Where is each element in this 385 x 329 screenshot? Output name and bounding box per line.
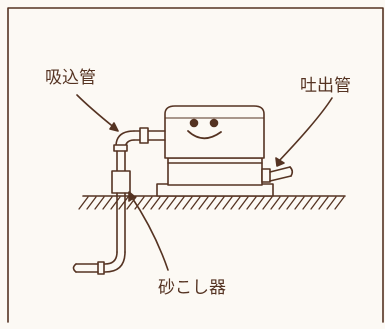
ground-hatch-line [134,196,145,210]
ground-hatch-line [150,196,161,210]
strainer-arrow [128,191,136,202]
ground-hatch-line [102,196,113,210]
ground-hatch-line [222,196,233,210]
ground-hatch-line [78,196,89,210]
ground-hatch-line [278,196,289,210]
diagram-frame [7,7,384,323]
ground-hatch-line [246,196,257,210]
ground-hatch-line [198,196,209,210]
ground-hatch-line [270,196,281,210]
ground [78,195,346,210]
strainer-body [111,170,131,194]
ground-hatch-line [174,196,185,210]
ground-hatch-line [190,196,201,210]
ground-hatch-line [238,196,249,210]
suction-leader [76,94,117,130]
ground-hatch-line [166,196,177,210]
ground-hatch-line [310,196,321,210]
ground-hatch-line [286,196,297,210]
ground-hatch-line [326,196,337,210]
suction-arrow [109,122,119,132]
pump-eye-right [209,118,219,128]
pump-smile [187,130,222,140]
discharge-leader [277,97,333,163]
discharge-arrow [275,157,285,167]
ground-hatch-line [94,196,105,210]
ground-hatch-line [182,196,193,210]
ground-hatch-line [142,196,153,210]
strainer-leader [130,195,169,271]
ground-hatch-line [110,196,121,210]
ground-hatch-line [334,196,345,210]
ground-hatch-line [206,196,217,210]
ground-hatch-line [230,196,241,210]
ground-hatch-line [254,196,265,210]
ground-hatch-line [302,196,313,210]
ground-hatch-line [214,196,225,210]
suction-pipe-label: 吸込管 [45,68,96,88]
pump-eye-left [189,118,199,128]
ground-hatch-line [294,196,305,210]
strainer-label: 砂こし器 [158,278,226,298]
discharge-pipe [261,166,294,183]
ground-hatch-line [86,196,97,210]
suction-pipe [72,127,166,275]
ground-hatch-line [262,196,273,210]
discharge-pipe-label: 吐出管 [300,76,351,96]
pump [156,105,274,197]
ground-hatch-line [126,196,137,210]
ground-hatch-line [118,196,129,210]
ground-hatch-line [158,196,169,210]
ground-hatch-line [318,196,329,210]
